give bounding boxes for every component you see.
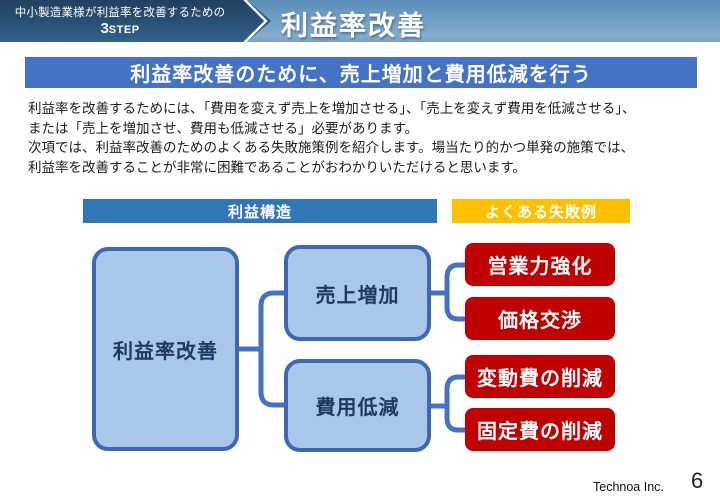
header-chevron-icon [0,0,271,42]
failure-examples-label-bar: よくある失敗例 [452,199,630,223]
leaf-price-negotiation-label: 価格交渉 [498,310,582,332]
header-step-caps: STEP [108,24,140,36]
failure-examples-label: よくある失敗例 [484,203,597,221]
page-number: 6 [691,468,704,493]
profit-structure-label-bar: 利益構造 [83,199,437,223]
header-subtitle: 中小製造業様が利益率を改善するための 3STEP [0,0,240,42]
header-banner: 中小製造業様が利益率を改善するための 3STEP 利益率改善 [0,0,720,42]
node-sales-increase: 売上増加 [284,245,431,341]
node-root-label: 利益率改善 [113,340,218,363]
leaf-fixed-cost-label: 固定費の削減 [477,421,603,443]
header-step-number: 3 [100,20,109,37]
leaf-sales-force-label: 営業力強化 [487,256,593,278]
node-cost-reduction: 費用低減 [284,359,431,452]
header-subtitle-line1: 中小製造業様が利益率を改善するための [14,7,226,19]
leaf-variable-cost-cut: 変動費の削減 [465,355,615,398]
leaf-variable-cost-label: 変動費の削減 [477,368,603,390]
node-cost-reduction-label: 費用低減 [315,397,400,419]
footer-company: Technoa Inc. [593,480,664,494]
body-paragraph: 利益率を改善するためには、「費用を変えず売上を増加させる」、「売上を変えず費用を… [28,101,636,175]
node-sales-increase-label: 売上増加 [315,284,400,307]
slide-title: 利益率改善のために、売上増加と費用低減を行う [130,64,592,86]
header-title: 利益率改善 [281,11,426,41]
header-step-label: 3STEP [100,21,139,38]
leaf-price-negotiation: 価格交渉 [465,297,615,340]
leaf-fixed-cost-cut: 固定費の削減 [465,408,615,451]
node-profit-rate-improvement: 利益率改善 [92,247,239,451]
slide-title-bar: 利益率改善のために、売上増加と費用低減を行う [25,57,697,88]
leaf-sales-force-strengthening: 営業力強化 [465,243,615,286]
profit-structure-label: 利益構造 [227,203,292,221]
